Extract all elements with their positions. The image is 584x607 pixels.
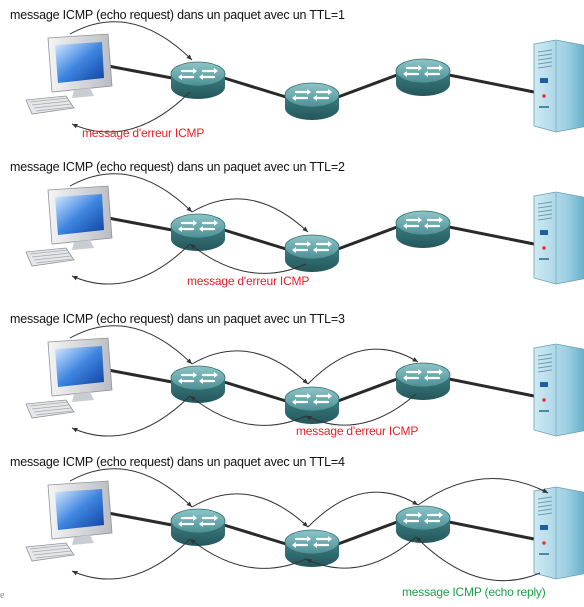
router-icon	[395, 505, 451, 543]
network-link	[223, 523, 287, 546]
server-icon	[533, 191, 584, 285]
step-caption: message ICMP (echo request) dans un paqu…	[10, 160, 345, 174]
network-link	[448, 520, 535, 541]
response-arrow	[415, 536, 541, 582]
computer-icon	[25, 337, 113, 419]
network-link	[448, 73, 535, 94]
network-link	[448, 225, 535, 246]
traceroute-step-panel: message ICMP (echo request) dans un paqu…	[0, 160, 584, 310]
icmp-error-label: message d'erreur ICMP	[187, 274, 310, 288]
server-icon	[533, 39, 584, 133]
router-icon	[170, 61, 226, 99]
echo-request-arrow	[307, 348, 419, 385]
network-link	[337, 520, 398, 546]
network-diagram	[25, 173, 584, 285]
echo-request-arrow	[69, 173, 193, 213]
echo-request-arrow	[417, 478, 549, 506]
traceroute-step-panel: message ICMP (echo request) dans un paqu…	[0, 455, 584, 605]
response-arrow	[305, 393, 417, 426]
echo-reply-label: message ICMP (echo reply)	[402, 585, 546, 599]
network-link	[223, 76, 287, 99]
response-arrow	[71, 243, 191, 285]
router-icon	[284, 529, 340, 567]
router-icon	[284, 234, 340, 272]
network-diagram	[25, 21, 584, 133]
footer-letter: e	[0, 590, 5, 601]
response-arrow	[71, 395, 191, 437]
traceroute-step-panel: message ICMP (echo request) dans un paqu…	[0, 312, 584, 462]
router-icon	[395, 58, 451, 96]
router-icon	[170, 508, 226, 546]
response-arrow	[305, 536, 417, 569]
response-arrow	[189, 395, 307, 426]
response-arrow	[71, 91, 191, 133]
step-caption: message ICMP (echo request) dans un paqu…	[10, 455, 345, 469]
router-icon	[284, 82, 340, 120]
network-link	[337, 73, 398, 99]
step-caption: message ICMP (echo request) dans un paqu…	[10, 312, 345, 326]
server-icon	[533, 486, 584, 580]
network-diagram	[25, 468, 584, 582]
icmp-error-label: message d'erreur ICMP	[82, 126, 205, 140]
network-link	[448, 377, 535, 398]
echo-request-arrow	[191, 198, 309, 233]
echo-request-arrow	[307, 491, 419, 528]
network-link	[223, 380, 287, 403]
router-icon	[395, 362, 451, 400]
step-caption: message ICMP (echo request) dans un paqu…	[10, 8, 345, 22]
response-arrow	[71, 538, 191, 580]
echo-request-arrow	[69, 325, 193, 365]
echo-request-arrow	[69, 468, 193, 508]
network-link	[337, 225, 398, 251]
computer-icon	[25, 480, 113, 562]
network-link	[107, 511, 173, 527]
network-diagram	[25, 325, 584, 437]
router-icon	[395, 210, 451, 248]
response-arrow	[189, 538, 307, 569]
network-link	[107, 368, 173, 384]
response-arrow	[189, 243, 307, 274]
network-link	[107, 64, 173, 80]
echo-request-arrow	[69, 21, 193, 61]
computer-icon	[25, 185, 113, 267]
server-icon	[533, 343, 584, 437]
traceroute-step-panel: message ICMP (echo request) dans un paqu…	[0, 8, 584, 158]
router-icon	[170, 213, 226, 251]
network-link	[337, 377, 398, 403]
router-icon	[170, 365, 226, 403]
echo-request-arrow	[191, 493, 309, 528]
echo-request-arrow	[191, 350, 309, 385]
network-link	[107, 216, 173, 232]
computer-icon	[25, 33, 113, 115]
icmp-error-label: message d'erreur ICMP	[296, 424, 419, 438]
router-icon	[284, 386, 340, 424]
network-link	[223, 228, 287, 251]
